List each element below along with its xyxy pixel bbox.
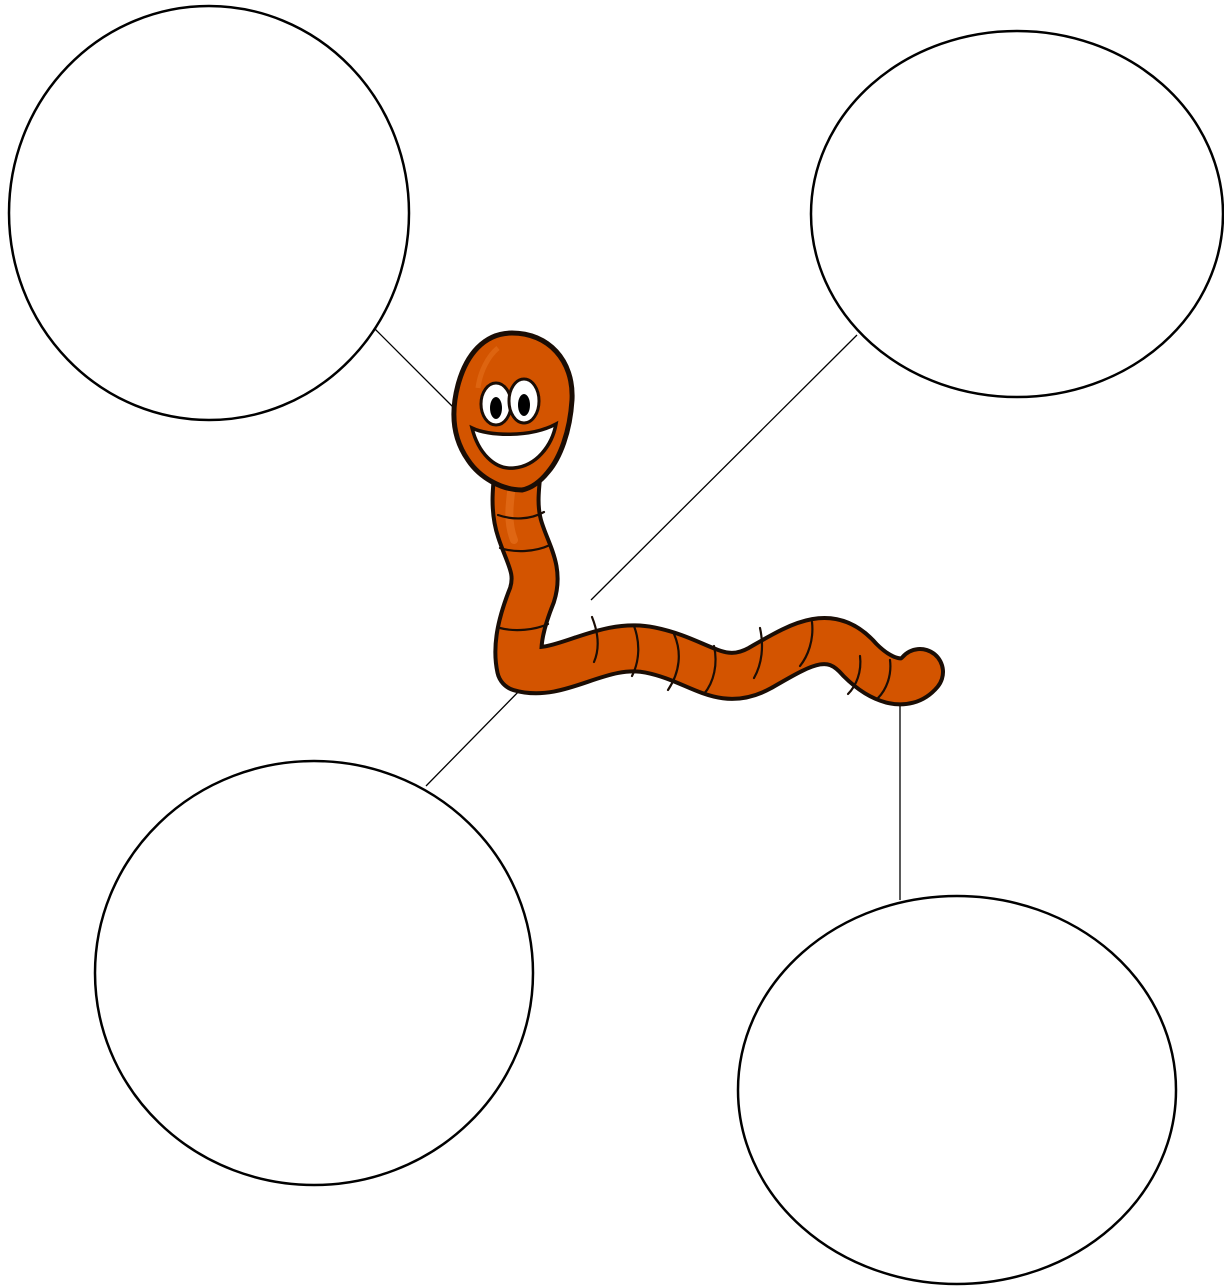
connector-bottom-left	[426, 685, 525, 786]
connector-top-right	[591, 335, 857, 600]
smiling-worm-icon	[454, 333, 920, 698]
bubble-bottom-left[interactable]	[95, 761, 533, 1185]
bubble-bottom-right[interactable]	[738, 896, 1176, 1284]
bubble-top-right[interactable]	[811, 31, 1223, 397]
bubble-top-left[interactable]	[9, 6, 409, 420]
